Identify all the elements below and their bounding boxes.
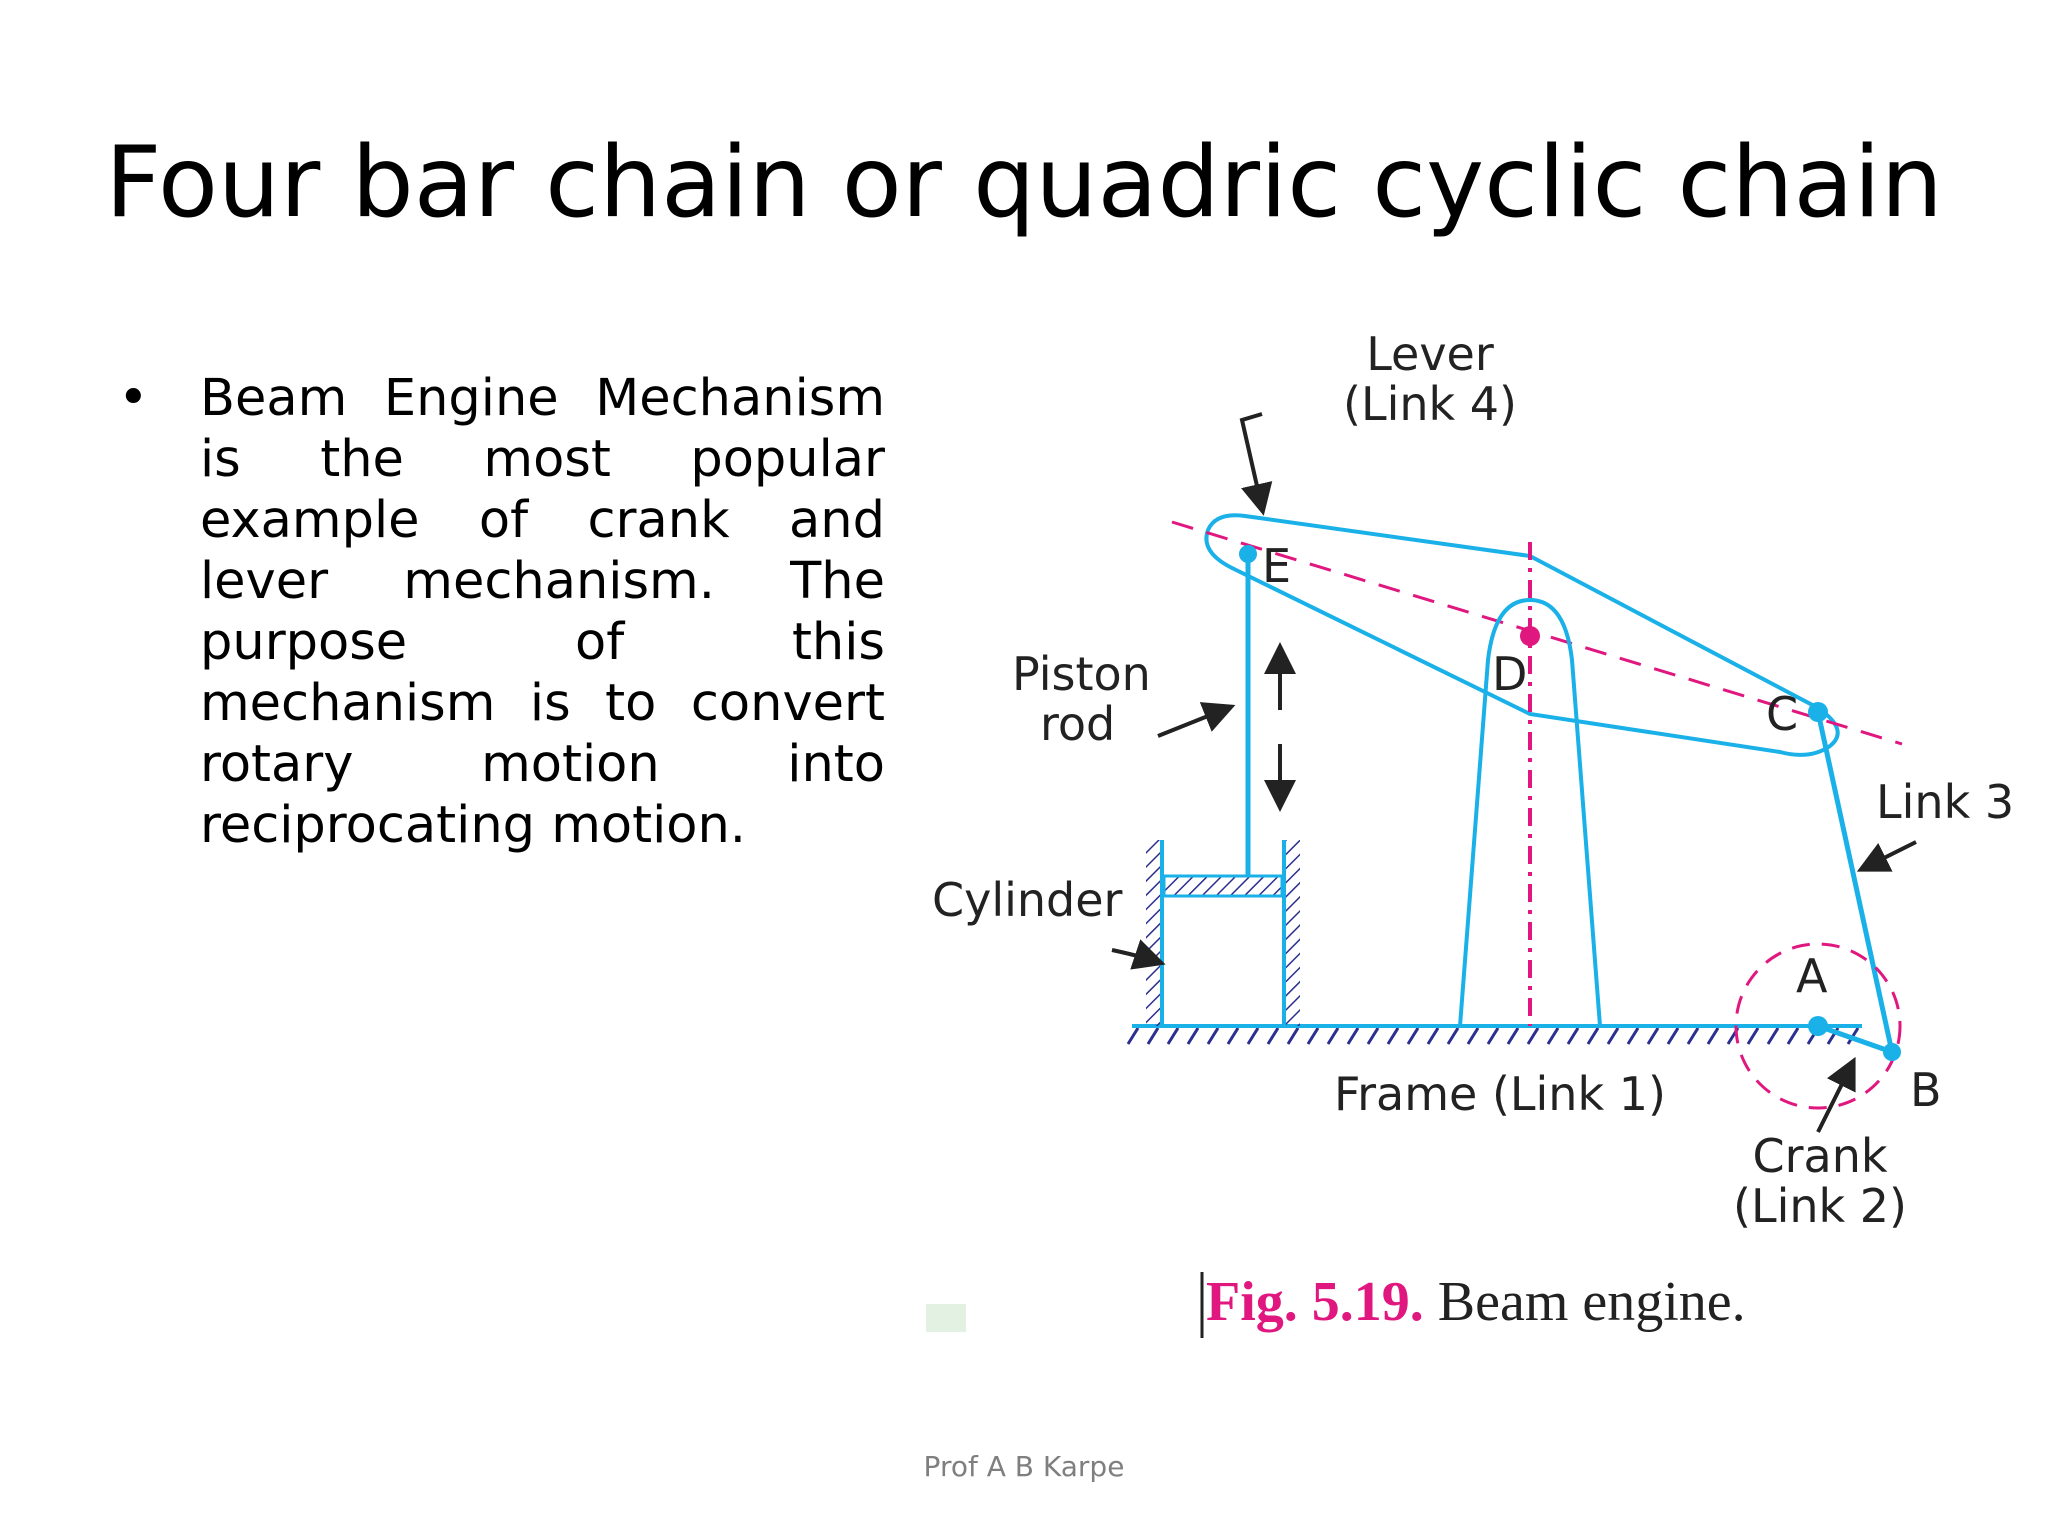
- label-point-d: D: [1492, 647, 1527, 701]
- crank-link2: [1817, 1023, 1893, 1055]
- label-point-a: A: [1796, 949, 1828, 1003]
- cylinder: [1146, 840, 1300, 1026]
- joint-e: [1239, 545, 1257, 563]
- label-crank: Crank: [1752, 1129, 1887, 1183]
- beam-engine-diagram: Lever (Link 4) E D C Piston rod Cylinder…: [926, 327, 2014, 1338]
- label-cylinder: Cylinder: [932, 873, 1123, 927]
- bullet-marker: •: [118, 368, 149, 428]
- figure-caption: Fig. 5.19. Beam engine.: [1206, 1271, 1746, 1333]
- joint-c: [1808, 702, 1828, 722]
- piston-head: [1162, 874, 1284, 898]
- label-frame: Frame (Link 1): [1334, 1067, 1666, 1121]
- label-lever-link: (Link 4): [1343, 377, 1517, 431]
- annotation-arrows: [1111, 412, 1917, 1133]
- caption-fig-number: Fig. 5.19.: [1206, 1271, 1424, 1333]
- label-link3: Link 3: [1876, 775, 2014, 829]
- label-piston: Piston: [1012, 647, 1151, 701]
- caption-text: Beam engine.: [1424, 1271, 1746, 1333]
- support-column: [1458, 597, 1602, 1027]
- slide-title: Four bar chain or quadric cyclic chain: [105, 126, 1943, 240]
- label-point-b: B: [1910, 1063, 1942, 1117]
- joint-b: [1883, 1043, 1901, 1061]
- joint-a: [1808, 1016, 1828, 1036]
- bullet-text: Beam Engine Mechanism is the most popula…: [200, 369, 885, 855]
- joint-d: [1520, 626, 1540, 646]
- link3: [1815, 711, 1895, 1053]
- label-piston-rod: rod: [1040, 697, 1115, 751]
- label-point-c: C: [1766, 687, 1798, 741]
- label-point-e: E: [1262, 539, 1291, 593]
- label-crank-link: (Link 2): [1733, 1179, 1907, 1233]
- lever-link4: [1204, 513, 1840, 757]
- frame-hatching: [1126, 1027, 1860, 1045]
- label-lever: Lever: [1366, 327, 1494, 381]
- footer-author: Prof A B Karpe: [923, 1450, 1125, 1483]
- crank-circle: [1734, 942, 1902, 1110]
- caption-marker: [926, 1304, 966, 1332]
